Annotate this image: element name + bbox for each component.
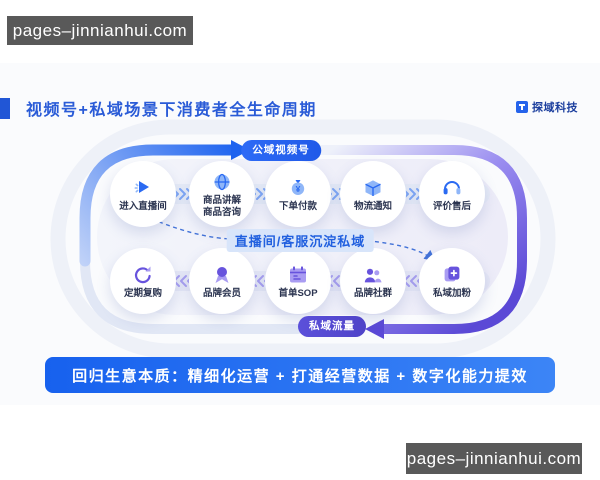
step-first-order-sop: 首单SOP — [265, 248, 331, 314]
step-order-pay: ¥ 下单付款 — [265, 161, 331, 227]
brand-icon — [516, 101, 528, 113]
first-order-sop-icon — [290, 266, 306, 283]
brand-community-icon — [364, 268, 382, 283]
logistics-notice-icon — [365, 180, 381, 196]
step-label: 下单付款 — [278, 201, 317, 212]
page-title: 视频号+私域场景下消费者全生命周期 — [26, 102, 317, 119]
private-domain-pill: 私域流量 — [298, 316, 366, 337]
title-bullet — [0, 98, 10, 119]
review-aftersale-icon — [443, 181, 461, 195]
step-label: 商品咨询 — [202, 207, 241, 218]
brand-name: 探域科技 — [532, 102, 578, 114]
step-label: 私域加粉 — [432, 288, 471, 299]
step-label: 商品讲解 — [202, 195, 241, 206]
step-repurchase: 定期复购 — [110, 248, 176, 314]
repurchase-icon — [135, 266, 151, 284]
step-label: 评价售后 — [432, 201, 471, 212]
svg-text:¥: ¥ — [296, 184, 301, 194]
private-addfan-icon — [444, 266, 460, 282]
product-consult-icon — [214, 173, 230, 191]
step-label: 物流通知 — [353, 201, 392, 212]
brand-logo: 探域科技 — [516, 99, 578, 115]
step-label: 首单SOP — [278, 288, 318, 299]
step-brand-member: 品牌会员 — [189, 248, 255, 314]
footer-banner: 回归生意本质：精细化运营 + 打通经营数据 + 数字化能力提效 — [45, 357, 555, 393]
step-label: 品牌社群 — [353, 288, 392, 299]
brand-member-icon — [215, 267, 229, 283]
step-review-aftersale: 评价售后 — [419, 161, 485, 227]
step-label: 进入直播间 — [119, 201, 167, 212]
step-enter-live: 进入直播间 — [110, 161, 176, 227]
step-private-addfan: 私域加粉 — [419, 248, 485, 314]
step-product-consult: 商品讲解商品咨询 — [189, 161, 255, 227]
step-logistics-notice: 物流通知 — [340, 161, 406, 227]
mid-transfer-label: 直播间/客服沉淀私域 — [226, 229, 374, 252]
slide: 视频号+私域场景下消费者全生命周期 探域科技 — [0, 63, 600, 405]
enter-live-icon — [134, 181, 149, 193]
watermark-top-left: pages–jinnianhui.com — [7, 16, 193, 45]
public-domain-pill: 公域视频号 — [241, 140, 321, 161]
order-pay-icon: ¥ — [291, 180, 305, 195]
step-label: 定期复购 — [123, 288, 162, 299]
step-brand-community: 品牌社群 — [340, 248, 406, 314]
step-label: 品牌会员 — [202, 288, 241, 299]
watermark-bottom-right: pages–jinnianhui.com — [406, 443, 582, 474]
